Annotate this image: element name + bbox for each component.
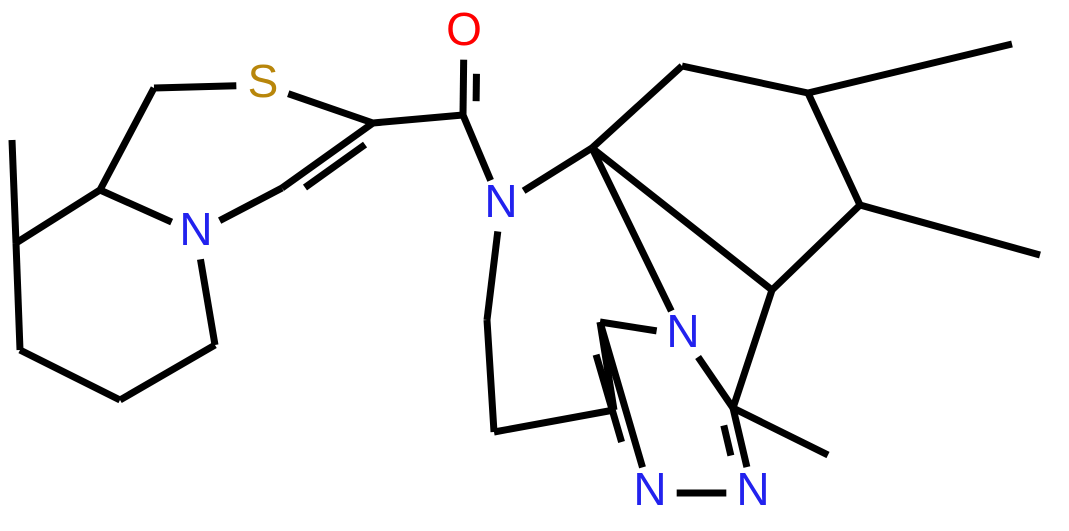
bond-N3-C9 bbox=[521, 145, 594, 194]
atom-label-n-n2: N bbox=[179, 203, 212, 255]
bond-C3-C4 bbox=[14, 187, 102, 246]
atom-label-s-s1: S bbox=[248, 55, 279, 107]
bond-line-primary bbox=[599, 318, 658, 335]
bond-C12-C15 bbox=[769, 202, 863, 293]
bond-C11-C12 bbox=[804, 91, 864, 207]
bond-C4-C5 bbox=[12, 242, 24, 351]
bond-line-primary bbox=[459, 59, 468, 116]
bond-C20-N6 bbox=[720, 407, 751, 468]
bond-line-primary bbox=[483, 319, 498, 433]
bond-layer bbox=[8, 40, 1041, 497]
bond-C11-C13 bbox=[807, 40, 1013, 97]
bond-line-primary bbox=[8, 139, 20, 244]
bond-C5-C6 bbox=[18, 346, 122, 404]
atom-label-n-n6: N bbox=[736, 463, 769, 515]
bond-line-primary bbox=[287, 90, 375, 127]
bond-line-secondary bbox=[592, 353, 625, 443]
bond-C7-N2 bbox=[197, 258, 219, 346]
bond-line-secondary bbox=[720, 424, 735, 457]
bond-line-primary bbox=[859, 201, 1041, 259]
bond-line-primary bbox=[731, 404, 830, 459]
bond-line-primary bbox=[279, 120, 376, 191]
bond-line-primary bbox=[804, 91, 864, 207]
bond-C16-N4 bbox=[599, 318, 658, 335]
bond-C10-C11 bbox=[681, 62, 809, 97]
atom-label-layer: S N O N N N N bbox=[179, 3, 769, 515]
bond-line-primary bbox=[98, 186, 174, 226]
bond-C15-C9 bbox=[589, 145, 775, 293]
bond-S1-C22 bbox=[153, 82, 237, 92]
bond-C2-C1 bbox=[279, 120, 376, 191]
bond-N4-C20 bbox=[695, 355, 736, 410]
bond-C2-C8 bbox=[372, 111, 464, 127]
bond-C4-C23 bbox=[8, 139, 20, 244]
atom-label-n-n4: N bbox=[666, 305, 699, 357]
bond-line-secondary bbox=[302, 141, 368, 191]
bond-N4-C9 bbox=[588, 146, 675, 313]
bond-line-primary bbox=[12, 242, 24, 351]
bond-C20-C21 bbox=[731, 404, 830, 459]
bond-N5-C16 bbox=[592, 321, 646, 469]
bond-line-primary bbox=[729, 288, 776, 410]
bond-C9-C10 bbox=[589, 63, 685, 151]
bond-C18-C19 bbox=[493, 406, 615, 436]
bond-N2-C3 bbox=[98, 186, 174, 226]
bond-line-primary bbox=[807, 40, 1013, 97]
bond-line-primary bbox=[589, 145, 775, 293]
bond-C8-N3 bbox=[459, 113, 494, 182]
bond-C3-C22 bbox=[96, 86, 158, 192]
bond-line-primary bbox=[588, 146, 675, 313]
bond-line-primary bbox=[493, 406, 615, 436]
bond-line-primary bbox=[14, 187, 102, 246]
bond-line-primary bbox=[589, 63, 685, 151]
bond-C8-O1 bbox=[459, 59, 480, 116]
bond-line-primary bbox=[769, 202, 863, 293]
atom-label-n-n3: N bbox=[484, 175, 517, 227]
bond-line-primary bbox=[372, 111, 464, 127]
bond-line-primary bbox=[153, 82, 237, 92]
bond-line-primary bbox=[459, 113, 494, 182]
atom-label-n-n5: N bbox=[633, 463, 666, 515]
bond-S1-C2 bbox=[287, 90, 375, 127]
bond-line-primary bbox=[729, 407, 751, 468]
bond-C1-N2 bbox=[218, 184, 284, 224]
atom-label-o-o1: O bbox=[446, 3, 482, 55]
bond-line-primary bbox=[18, 346, 122, 404]
bond-C6-C7 bbox=[118, 341, 217, 404]
bond-C20-C15 bbox=[729, 288, 776, 410]
bond-line-primary bbox=[118, 341, 217, 404]
bond-C12-C14 bbox=[859, 201, 1041, 259]
bond-line-primary bbox=[218, 184, 284, 224]
bond-line-primary bbox=[596, 321, 646, 469]
bond-C17-C18 bbox=[483, 319, 498, 433]
bond-line-primary bbox=[197, 258, 219, 346]
bond-line-primary bbox=[695, 355, 736, 410]
bond-line-primary bbox=[96, 86, 158, 192]
bond-N3-C17 bbox=[483, 231, 502, 321]
bond-line-primary bbox=[483, 231, 502, 321]
bond-line-primary bbox=[681, 62, 809, 97]
bond-line-primary bbox=[521, 145, 594, 194]
